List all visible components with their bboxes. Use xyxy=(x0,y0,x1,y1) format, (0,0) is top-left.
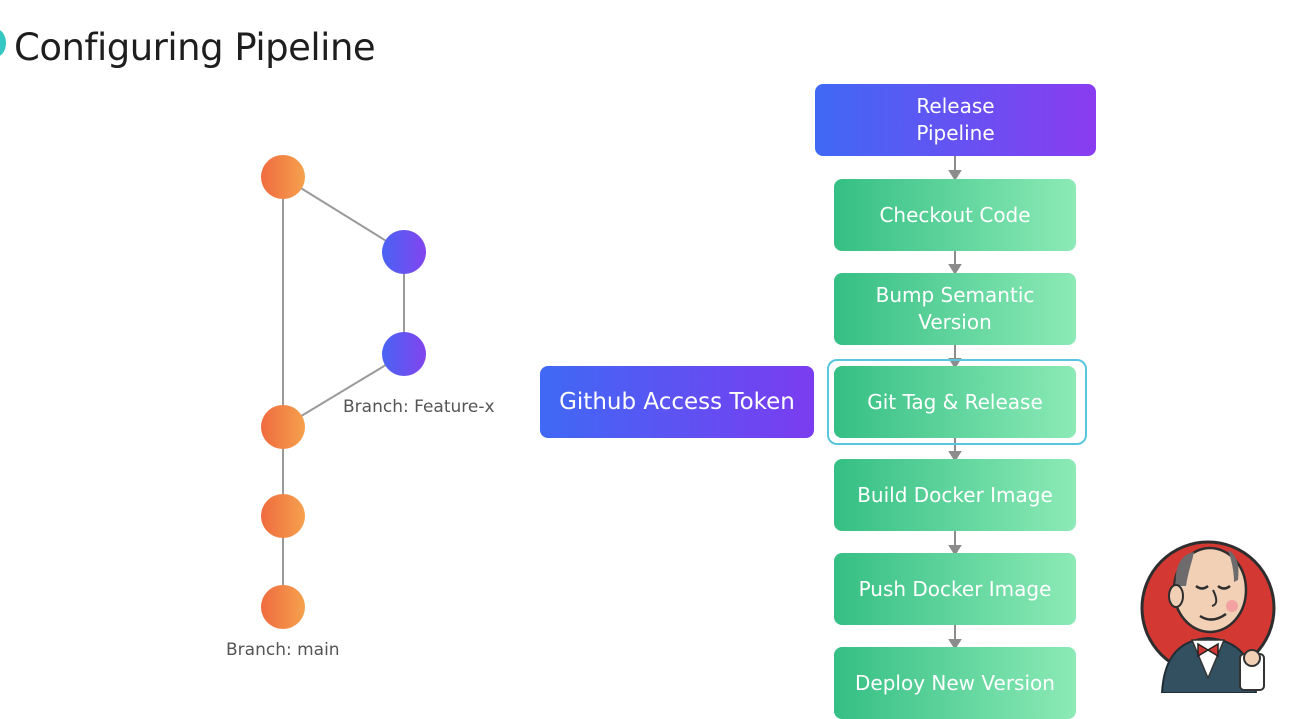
stage-bump-semantic-version: Bump Semantic Version xyxy=(834,273,1076,345)
commit-node-main xyxy=(261,405,305,449)
commit-node-feature xyxy=(382,230,426,274)
release-pipeline-header: Release Pipeline xyxy=(815,84,1096,156)
commit-node-main xyxy=(261,585,305,629)
title-bullet xyxy=(0,29,6,57)
stage-git-tag-release: Git Tag & Release xyxy=(834,366,1076,438)
github-access-token-box: Github Access Token xyxy=(540,366,814,438)
commit-node-feature xyxy=(382,332,426,376)
active-stage-highlight xyxy=(827,359,1087,445)
stage-build-docker-image: Build Docker Image xyxy=(834,459,1076,531)
feature-merge-line xyxy=(282,353,405,428)
feature-branch-out-line xyxy=(282,176,405,253)
pipeline-connectors xyxy=(948,156,962,650)
page-title: Configuring Pipeline xyxy=(14,26,376,69)
commit-node-main xyxy=(261,155,305,199)
jenkins-butler-icon xyxy=(1140,540,1276,693)
stage-deploy-new-version: Deploy New Version xyxy=(834,647,1076,719)
main-branch-label: Branch: main xyxy=(226,640,340,660)
stage-checkout-code: Checkout Code xyxy=(834,179,1076,251)
commit-node-main xyxy=(261,494,305,538)
feature-branch-label: Branch: Feature-x xyxy=(343,397,495,417)
stage-push-docker-image: Push Docker Image xyxy=(834,553,1076,625)
